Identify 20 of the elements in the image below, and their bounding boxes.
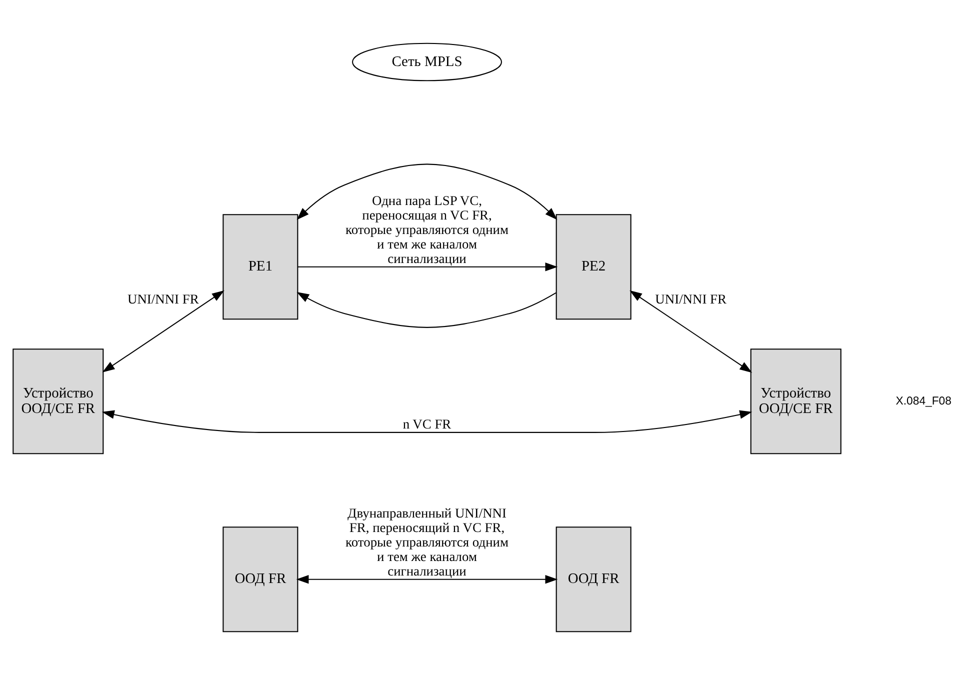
- arrow: [102, 290, 224, 372]
- node-box: PE1: [222, 214, 298, 320]
- arrow: [296, 163, 557, 220]
- node-box: Устройство ООД/CE FR: [750, 348, 841, 454]
- arrow: [297, 262, 558, 271]
- node-box: PE2: [555, 214, 631, 320]
- arrow: [101, 410, 752, 432]
- edge-label: UNI/NNI FR: [127, 291, 198, 306]
- label: X.084_F08: [895, 394, 951, 407]
- node-box: ООД FR: [555, 526, 631, 632]
- edge-label: Двунаправленный UNI/NNI FR, переносящий n VC FR, которые управляются одним и тем же каналом сигнализации: [345, 505, 508, 578]
- arrow: [629, 290, 752, 372]
- edge-label: n VC FR: [402, 416, 451, 432]
- node-ellipse: Сеть MPLS: [352, 42, 502, 81]
- edge-label: UNI/NNI FR: [654, 291, 726, 306]
- edge-label: Одна пара LSP VC, переносящая n VC FR, которые управляются одним и тем же каналом сигнализации: [345, 192, 508, 266]
- arrow: [296, 574, 558, 584]
- node-box: Устройство ООД/CE FR: [12, 348, 104, 454]
- arrow: [296, 292, 556, 328]
- node-box: ООД FR: [222, 526, 298, 632]
